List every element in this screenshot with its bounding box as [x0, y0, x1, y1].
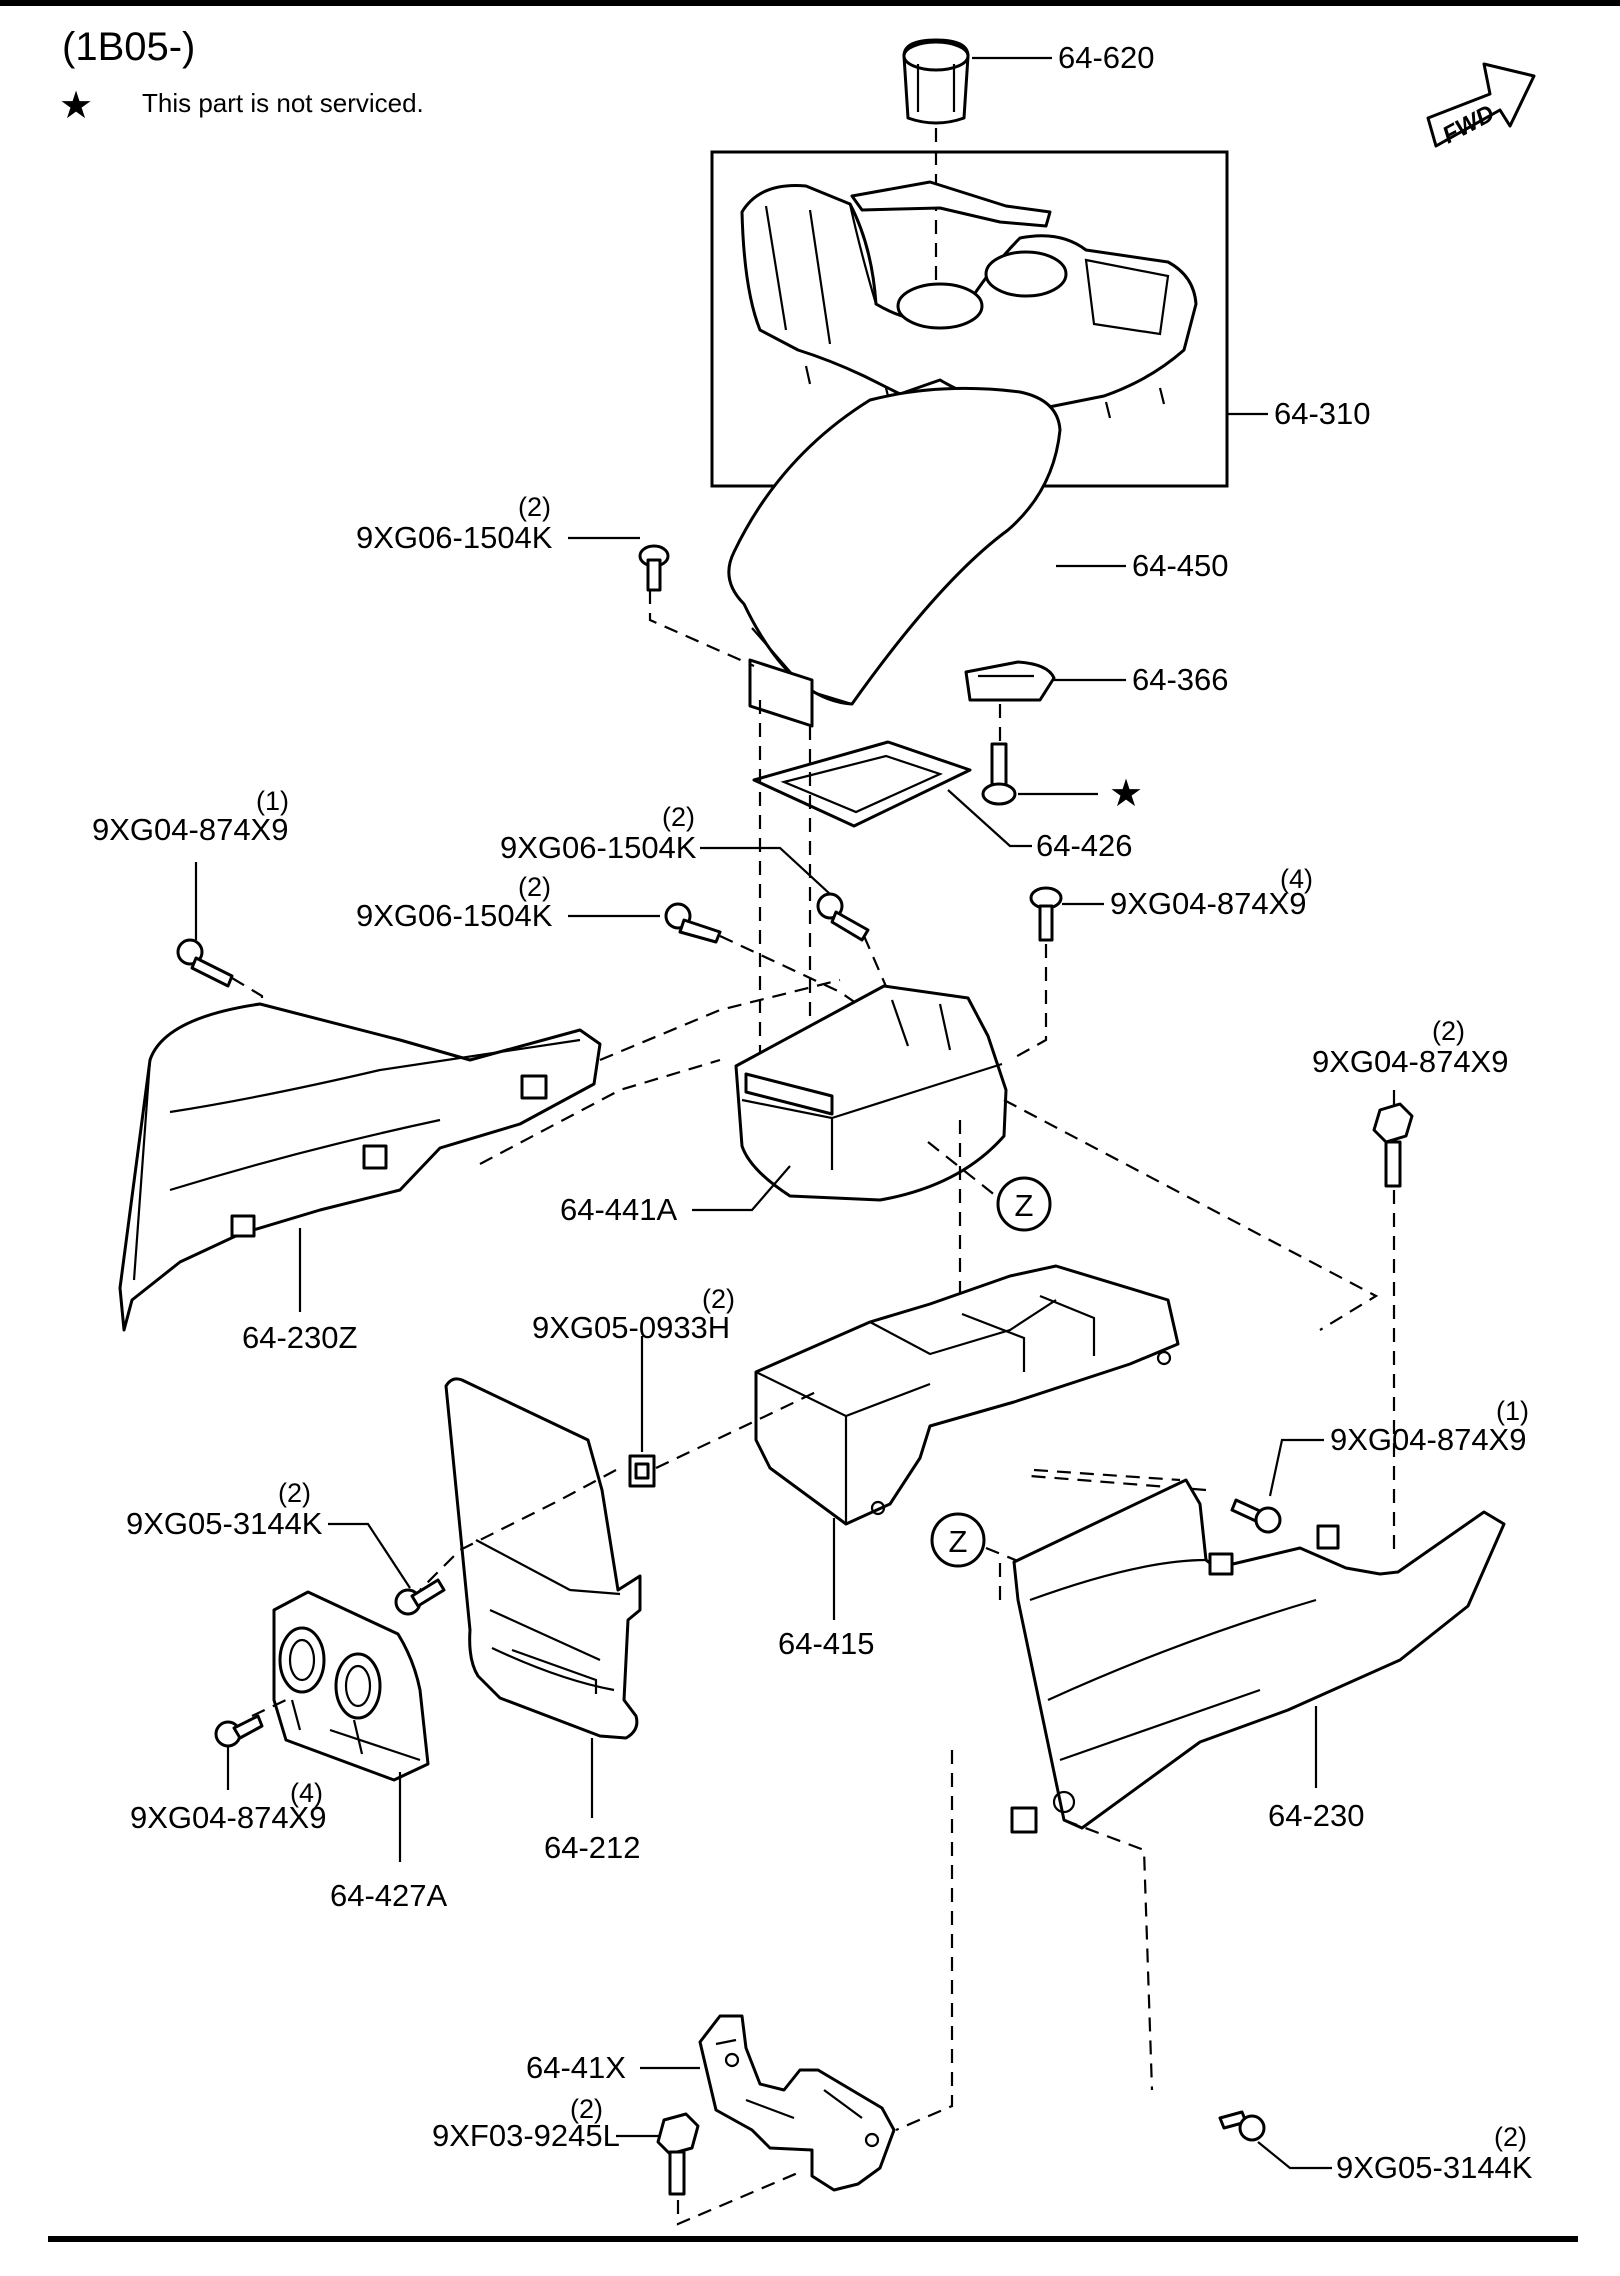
callout-label: 64-310	[1274, 396, 1371, 431]
dash-z-upper	[927, 1141, 997, 1197]
top-border-rule	[0, 0, 1620, 6]
dash-9xg06-a	[648, 590, 755, 668]
part-armrest-lid-64-450	[727, 386, 1062, 728]
screw-icon-9xg06-mid	[816, 892, 870, 942]
dash-64-441a-right	[1003, 1099, 1379, 1331]
callout-label: 64-212	[544, 1830, 641, 1865]
dash-64-230z-a	[599, 978, 841, 1062]
callout-label: 64-230Z	[242, 1320, 357, 1355]
screw-icon-9xg04-lower-left	[214, 1714, 264, 1748]
callout-qty: (4)	[290, 1778, 323, 1808]
bottom-border-rule	[48, 2236, 1578, 2242]
forward-direction-icon: FWD	[1426, 62, 1536, 149]
callout-label: 9XG05-3144K	[126, 1506, 323, 1541]
callout-label: 9XG06-1504K	[356, 520, 553, 555]
dash-9xg05-0933	[655, 1389, 821, 1469]
callout-label: 64-620	[1058, 40, 1155, 75]
leader-9xg05-3144-a	[328, 1522, 411, 1589]
callout-label: 9XG06-1504K	[356, 898, 553, 933]
clip-icon-9xg05-0933h	[628, 1454, 656, 1488]
callout-qty: (2)	[702, 1284, 735, 1314]
callout-qty: (2)	[278, 1478, 311, 1508]
part-bin-64-441a	[734, 984, 1008, 1202]
screw-icon-9xg05-3144k-right	[1218, 2110, 1266, 2142]
part-bracket-64-41x	[698, 2014, 896, 2192]
callout-qty: (2)	[662, 802, 695, 832]
callout-label: 9XG04-874X9	[1330, 1422, 1526, 1457]
bolt-icon-9xf03-9245l	[656, 2112, 700, 2196]
dash-9xg04-a	[231, 977, 264, 1040]
leader-64-426	[947, 789, 1032, 848]
leader-9xg05-3144-b	[1257, 2141, 1332, 2170]
reference-mark-z-lower: Z	[930, 1512, 986, 1568]
screw-icon-9xg06-left	[664, 902, 722, 944]
callout-label: 64-426	[1036, 828, 1133, 863]
dash-9xg06-c	[719, 935, 867, 1011]
part-rear-panel-64-212	[444, 1377, 642, 1740]
part-console-top-64-310	[740, 180, 1198, 429]
leader-9xg04-d	[1268, 1438, 1324, 1497]
svg-text:Z: Z	[949, 1524, 968, 1559]
part-console-body-64-415	[754, 1264, 1180, 1526]
callout-label: 9XG06-1504K	[500, 830, 697, 865]
callout-label: 64-450	[1132, 548, 1229, 583]
callout-label: 9XG04-874X9	[1110, 886, 1306, 921]
part-mat-64-426	[752, 740, 972, 828]
callout-label: 9XG04-874X9	[92, 812, 288, 847]
dash-64-230-bot	[1063, 1818, 1154, 2091]
callout-qty: (2)	[1432, 1016, 1465, 1046]
part-cup-holder-64-427a	[272, 1590, 430, 1782]
callout-label: 64-41X	[526, 2050, 626, 2085]
screw-icon-9xg04-right-mid	[1230, 1498, 1282, 1534]
part-cup-insert-64-620	[902, 38, 970, 125]
svg-text:Z: Z	[1015, 1188, 1034, 1223]
screw-icon-9xg05-3144k-left	[394, 1578, 446, 1616]
callout-label: 64-415	[778, 1626, 875, 1661]
callout-label: 9XG04-874X9	[130, 1800, 326, 1835]
screw-icon-9xg06-top	[638, 544, 670, 592]
leader-64-441a	[692, 1165, 791, 1212]
section-code: (1B05-)	[62, 25, 195, 69]
dash-64-230-left-down	[895, 1750, 954, 2132]
callout-label: 9XG04-874X9	[1312, 1044, 1508, 1079]
callout-qty: (1)	[256, 786, 289, 816]
callout-qty: (1)	[1496, 1396, 1529, 1426]
part-latch-64-366	[964, 660, 1056, 702]
dash-9xf03	[676, 2170, 801, 2226]
screw-icon-9xg04-right-upper	[1372, 1102, 1414, 1188]
callout-label: 64-366	[1132, 662, 1229, 697]
screw-icon-unserviced	[981, 742, 1017, 806]
star-icon: ★	[59, 83, 93, 127]
reference-mark-z-upper: Z	[996, 1176, 1052, 1232]
dash-9xg04-b	[1009, 944, 1048, 1061]
callout-label: 9XF03-9245L	[432, 2118, 620, 2153]
screw-icon-9xg04-left	[176, 938, 234, 988]
dash-64-212	[419, 1469, 617, 1591]
part-side-panel-left-64-230z	[118, 1002, 602, 1332]
callout-label: 9XG05-0933H	[532, 1310, 730, 1345]
callout-label: 64-441A	[560, 1192, 678, 1227]
dash-64-427a	[251, 1699, 287, 1717]
leader-9xg06-b	[700, 846, 831, 895]
callout-label: 64-230	[1268, 1798, 1365, 1833]
callout-qty: (2)	[570, 2094, 603, 2124]
callout-label: 9XG05-3144K	[1336, 2150, 1533, 2185]
callout-qty: (4)	[1280, 864, 1313, 894]
callout-qty: (2)	[518, 492, 551, 522]
dash-64-230-top	[1033, 1468, 1181, 1482]
not-serviced-note: This part is not serviced.	[142, 88, 424, 118]
star-icon-unserviced-part: ★	[1109, 771, 1143, 815]
callout-qty: (2)	[1494, 2122, 1527, 2152]
dash-64-230z-b	[479, 1058, 721, 1165]
callout-qty: (2)	[518, 872, 551, 902]
part-side-panel-right-64-230	[1010, 1478, 1506, 1834]
screw-icon-9xg04-right	[1029, 886, 1063, 942]
callout-label: 64-427A	[330, 1878, 448, 1913]
